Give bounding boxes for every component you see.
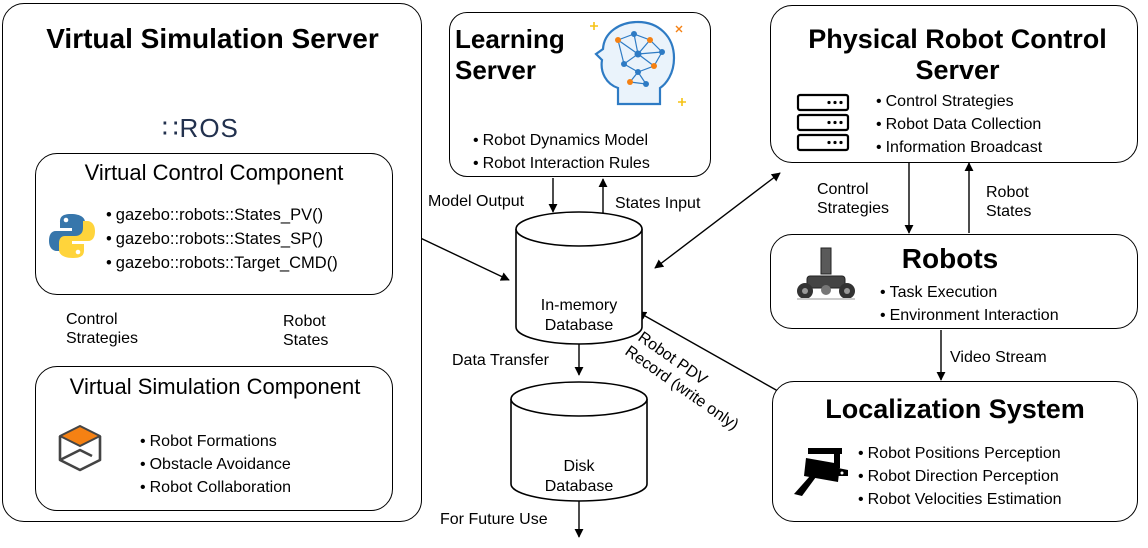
physical-robot-control-server-title: Physical Robot Control Server xyxy=(808,24,1107,86)
list-item: Environment Interaction xyxy=(880,304,1059,327)
list-item: Robot Collaboration xyxy=(140,476,291,499)
list-item: Information Broadcast xyxy=(876,136,1043,159)
python-logo-icon xyxy=(46,210,98,262)
data-transfer-label: Data Transfer xyxy=(452,352,549,369)
ros-logo: ∷ROS xyxy=(162,113,239,143)
learning-server-list: Robot Dynamics Model Robot Interaction R… xyxy=(473,129,650,175)
list-item: gazebo::robots::States_PV() xyxy=(106,203,338,227)
arrow-record xyxy=(637,311,786,396)
robots-list: Task Execution Environment Interaction xyxy=(880,281,1059,327)
list-item: Robot Direction Perception xyxy=(858,465,1061,488)
inmemory-database-cylinder xyxy=(515,211,643,345)
video-stream-label: Video Stream xyxy=(950,349,1047,366)
states-input-label: States Input xyxy=(615,195,701,212)
virtual-simulation-component-title: Virtual Simulation Component xyxy=(69,374,361,399)
vss-control-strategies-label: Control Strategies xyxy=(66,311,139,348)
list-item: Robot Positions Perception xyxy=(858,442,1061,465)
robot-vehicle-icon xyxy=(795,246,857,306)
list-item: Control Strategies xyxy=(876,90,1042,113)
inmemory-database-label: In-memory Database xyxy=(540,297,618,334)
security-camera-icon xyxy=(790,446,852,502)
list-item: Robot Velocities Estimation xyxy=(858,488,1062,511)
arrow-db-prcs xyxy=(654,172,781,269)
prcs-robot-states-label: Robot States xyxy=(986,184,1032,221)
virtual-simulation-component-list: Robot Formations Obstacle Avoidance Robo… xyxy=(140,430,291,499)
brain-network-icon xyxy=(588,16,688,111)
list-item: gazebo::robots::States_SP() xyxy=(106,227,338,251)
localization-system-title: Localization System xyxy=(825,394,1085,424)
learning-server-title: Learning Server xyxy=(455,24,565,86)
list-item: Robot Dynamics Model xyxy=(473,129,650,152)
physical-robot-control-server-list: Control Strategies Robot Data Collection… xyxy=(876,90,1043,159)
virtual-control-component-list: gazebo::robots::States_PV() gazebo::robo… xyxy=(106,203,338,275)
list-item: Robot Interaction Rules xyxy=(473,152,650,175)
server-rack-icon xyxy=(795,93,851,153)
localization-system-list: Robot Positions Perception Robot Directi… xyxy=(858,442,1062,511)
prcs-control-strategies-label: Control Strategies xyxy=(817,181,890,218)
list-item: Robot Formations xyxy=(140,430,291,453)
for-future-use-label: For Future Use xyxy=(440,511,548,528)
model-output-label: Model Output xyxy=(428,193,525,210)
virtual-control-component-title: Virtual Control Component xyxy=(84,160,344,185)
disk-database-cylinder xyxy=(510,381,648,502)
vss-robot-states-label: Robot States xyxy=(283,313,329,350)
list-item: Robot Data Collection xyxy=(876,113,1042,136)
list-item: Obstacle Avoidance xyxy=(140,453,291,476)
list-item: gazebo::robots::Target_CMD() xyxy=(106,251,338,275)
gazebo-logo-icon xyxy=(52,420,108,476)
list-item: Task Execution xyxy=(880,281,1059,304)
virtual-simulation-server-title: Virtual Simulation Server xyxy=(46,23,379,54)
disk-database-label: Disk Database xyxy=(544,458,614,495)
robots-title: Robots xyxy=(901,243,999,274)
